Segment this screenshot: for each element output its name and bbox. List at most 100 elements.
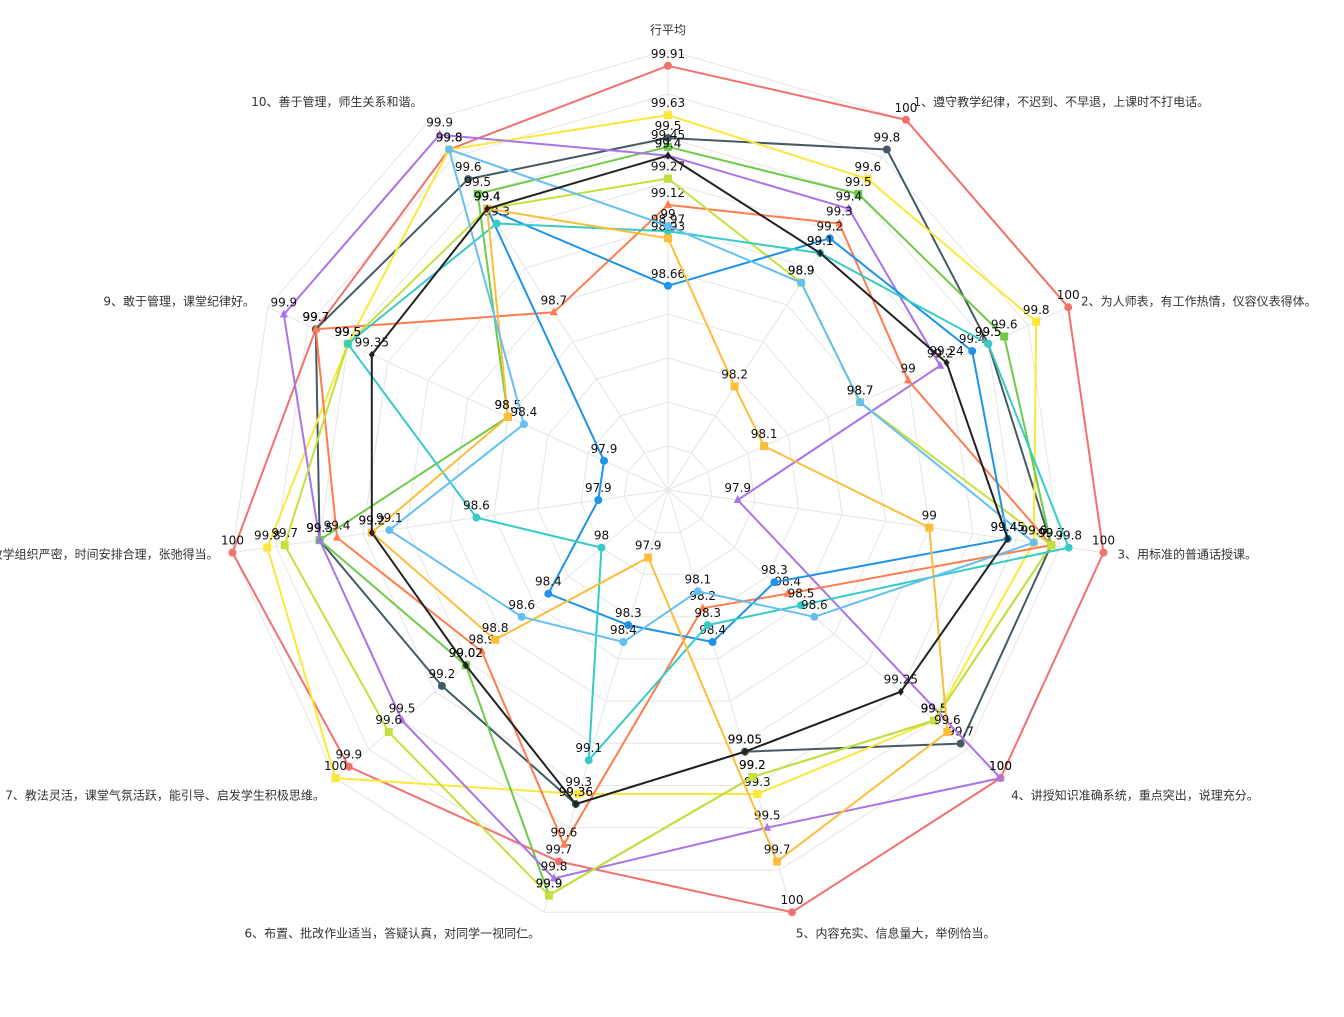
- data-point: [810, 612, 819, 621]
- data-point: [854, 189, 863, 198]
- data-point: [1000, 332, 1009, 341]
- data-label: 99.05: [728, 733, 762, 747]
- data-label: 99.9: [335, 748, 362, 762]
- data-point: [484, 204, 491, 213]
- data-label: 97.9: [635, 539, 662, 553]
- data-point: [788, 908, 796, 917]
- series-line: [486, 207, 1009, 643]
- data-point: [930, 716, 938, 725]
- data-point: [664, 111, 672, 120]
- data-point: [333, 532, 341, 541]
- data-label: 98.9: [788, 264, 815, 278]
- grid-ring: [406, 225, 930, 744]
- data-point: [708, 638, 717, 646]
- grid-ring: [362, 181, 974, 786]
- data-point: [584, 756, 593, 765]
- data-point: [519, 420, 528, 429]
- data-point: [473, 189, 482, 198]
- data-point: [664, 281, 672, 290]
- data-point: [343, 339, 352, 348]
- data-label: 99.9: [270, 296, 297, 310]
- data-label: 99.5: [655, 119, 682, 133]
- data-label: 99.2: [739, 758, 766, 772]
- data-label: 99.7: [302, 310, 329, 324]
- data-label: 99.24: [929, 344, 963, 358]
- data-label: 99.5: [389, 702, 416, 716]
- axis-spoke: [232, 489, 669, 554]
- data-label: 99.8: [1023, 303, 1050, 317]
- grid-ring: [275, 93, 1061, 871]
- data-point: [783, 588, 792, 597]
- data-label: 99.45: [651, 128, 685, 142]
- data-point: [554, 857, 563, 866]
- axis-spoke: [667, 489, 793, 913]
- data-point: [437, 681, 446, 690]
- data-label: 98.9: [788, 264, 815, 278]
- data-label: 99.45: [991, 520, 1025, 534]
- data-point: [753, 790, 762, 798]
- data-point: [368, 528, 375, 537]
- data-label: 97.9: [591, 442, 618, 456]
- data-label: 97.9: [724, 481, 751, 495]
- data-point: [559, 839, 568, 848]
- data-label: 99.4: [655, 137, 682, 151]
- data-label: 99.6: [991, 318, 1018, 332]
- data-point: [664, 234, 672, 243]
- data-label: 99.4: [474, 190, 501, 204]
- data-label: 99.6: [455, 160, 482, 174]
- data-point: [311, 324, 320, 333]
- data-label: 99.7: [764, 843, 791, 857]
- data-label: 99.1: [807, 234, 834, 248]
- data-point: [368, 350, 375, 359]
- data-label: 100: [324, 759, 347, 773]
- data-point: [1029, 538, 1038, 547]
- data-label: 99.4: [959, 332, 986, 346]
- data-point: [384, 728, 393, 736]
- data-point: [517, 612, 526, 621]
- data-label: 99.91: [651, 47, 685, 61]
- data-point: [600, 456, 608, 465]
- data-label: 99.5: [334, 325, 361, 339]
- data-point: [763, 822, 772, 831]
- axis-spoke: [667, 489, 1104, 554]
- data-point: [748, 773, 757, 782]
- data-point: [741, 747, 748, 756]
- data-point: [398, 715, 406, 724]
- data-point: [503, 412, 512, 421]
- data-label: 99.45: [991, 520, 1025, 534]
- data-point: [545, 891, 553, 900]
- data-label: 99.5: [334, 325, 361, 339]
- data-label: 98.1: [751, 427, 778, 441]
- data-label: 99.27: [651, 160, 685, 174]
- data-point: [491, 635, 500, 644]
- data-label: 99.5: [306, 521, 333, 535]
- data-label: 99.25: [884, 673, 918, 687]
- data-label: 99.02: [449, 646, 483, 660]
- data-label: 100: [894, 101, 917, 115]
- data-point: [664, 222, 672, 230]
- data-label: 98.2: [689, 589, 716, 603]
- data-label: 99.5: [306, 521, 333, 535]
- data-label: 100: [1092, 534, 1115, 548]
- data-point: [856, 398, 865, 407]
- data-point: [1032, 317, 1041, 326]
- data-label: 99.2: [816, 219, 843, 233]
- data-point: [315, 535, 324, 544]
- series-line: [370, 207, 949, 863]
- data-point: [817, 249, 824, 258]
- axis-label: 6、布置、批改作业适当，答疑认真，对同学一视同仁。: [244, 926, 540, 941]
- grid-ring: [536, 357, 800, 618]
- axis-label: 3、用标准的普通话授课。: [1117, 547, 1257, 562]
- data-label: 99.4: [474, 190, 501, 204]
- grid-ring: [623, 445, 713, 533]
- data-label: 99.6: [551, 826, 578, 840]
- data-point: [644, 553, 653, 562]
- data-point: [624, 621, 633, 630]
- data-point: [996, 773, 1005, 782]
- data-point: [574, 790, 583, 798]
- data-label: 99.1: [807, 234, 834, 248]
- data-point: [1064, 303, 1073, 312]
- data-point: [844, 203, 853, 212]
- axis-label: 4、讲授知识准确系统，重点突出，说理充分。: [1011, 787, 1259, 802]
